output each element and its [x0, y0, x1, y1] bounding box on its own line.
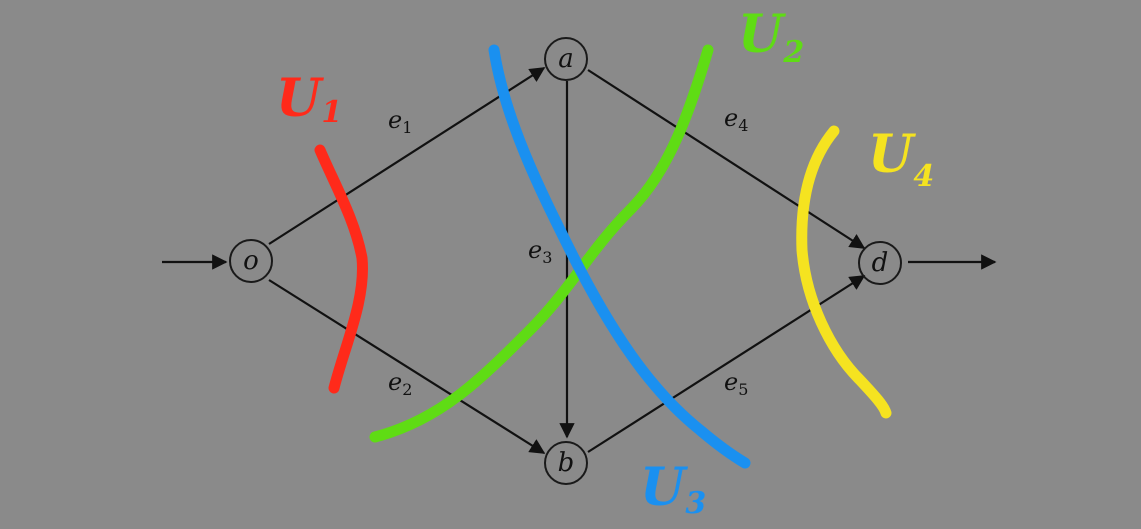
cut-u4-label: U4	[868, 124, 934, 194]
edge-e1-label: e1	[388, 106, 412, 137]
edge-e5-label: e5	[724, 368, 748, 399]
cut-u2-label: U2	[738, 4, 804, 70]
cut-u1-stroke	[314, 144, 368, 394]
edge-e5	[587, 275, 866, 453]
edge-e4-label: e4	[724, 104, 748, 135]
edge-e3-label: e3	[528, 236, 552, 267]
edge-e1	[268, 67, 546, 245]
node-d: d	[858, 241, 902, 285]
node-b: b	[544, 441, 588, 485]
node-b-label: b	[558, 448, 575, 478]
edge-e4	[587, 69, 866, 249]
node-o-label: o	[243, 246, 259, 276]
node-a-label: a	[558, 44, 574, 74]
cut-u1-label: U1	[276, 68, 342, 130]
cut-u3-stroke	[488, 44, 751, 469]
node-a: a	[544, 37, 588, 81]
cut-u3-label: U3	[640, 457, 706, 521]
edge-e2-label: e2	[388, 368, 412, 399]
cut-u4-stroke	[796, 125, 892, 419]
node-o: o	[229, 239, 273, 283]
node-d-label: d	[872, 248, 889, 278]
edge-e2	[268, 279, 546, 454]
